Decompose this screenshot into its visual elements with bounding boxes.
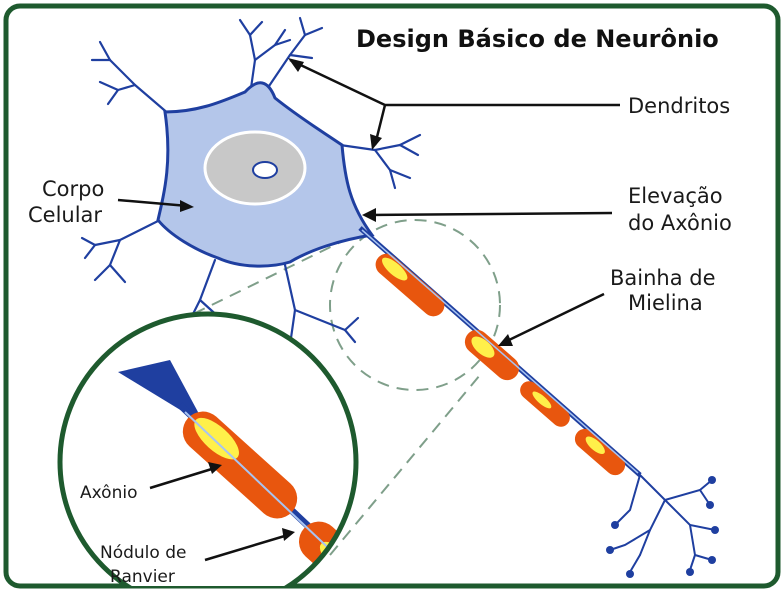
label-dendrites: Dendritos	[628, 94, 730, 118]
label-node-2: Ranvier	[110, 567, 175, 587]
label-cell-body-2: Celular	[28, 203, 102, 227]
label-myelin-1: Bainha de	[610, 266, 716, 290]
label-axon: Axônio	[80, 483, 137, 503]
label-myelin-2: Mielina	[628, 291, 703, 315]
diagram-title: Design Básico de Neurônio	[356, 25, 719, 53]
label-cell-body-1: Corpo	[42, 177, 104, 201]
label-axon-hillock-2: do Axônio	[628, 211, 732, 235]
label-node-1: Nódulo de	[100, 543, 186, 563]
nucleolus	[253, 162, 277, 178]
label-axon-hillock-1: Elevação	[628, 184, 723, 208]
